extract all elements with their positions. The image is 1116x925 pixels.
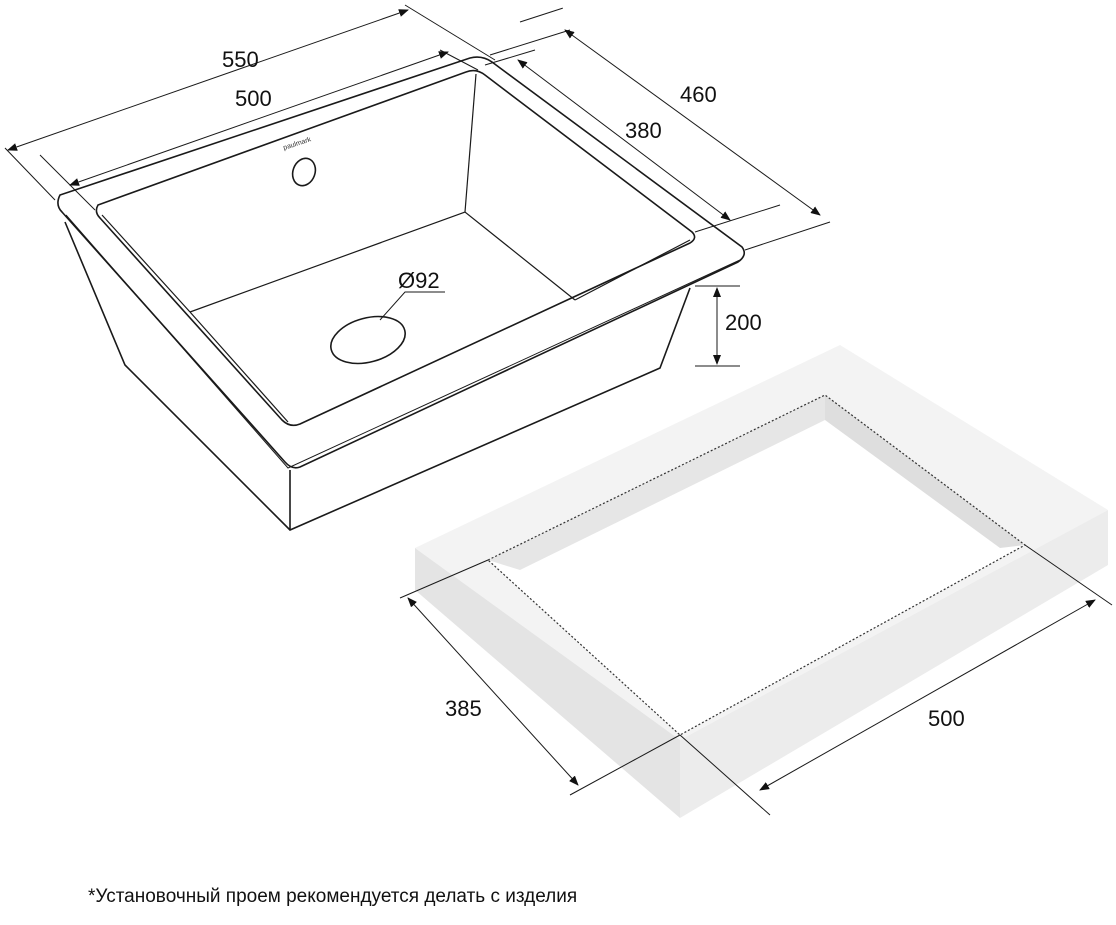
dim-outer-width: 460 bbox=[680, 82, 717, 107]
sink-basin bbox=[95, 69, 696, 427]
countertop-hole bbox=[488, 395, 1025, 735]
drain-hole bbox=[330, 315, 406, 365]
dim-cutout-length: 500 bbox=[928, 706, 965, 731]
dim-inner-length: 500 bbox=[235, 86, 272, 111]
dim-inner-width: 380 bbox=[625, 118, 662, 143]
dim-depth: 200 bbox=[725, 310, 762, 335]
footnote: *Установочный проем рекомендуется делать… bbox=[88, 886, 578, 907]
dim-cutout-width: 385 bbox=[445, 696, 482, 721]
dim-outer-length: 550 bbox=[222, 47, 259, 72]
dim-drain-diameter: Ø92 bbox=[398, 268, 440, 293]
